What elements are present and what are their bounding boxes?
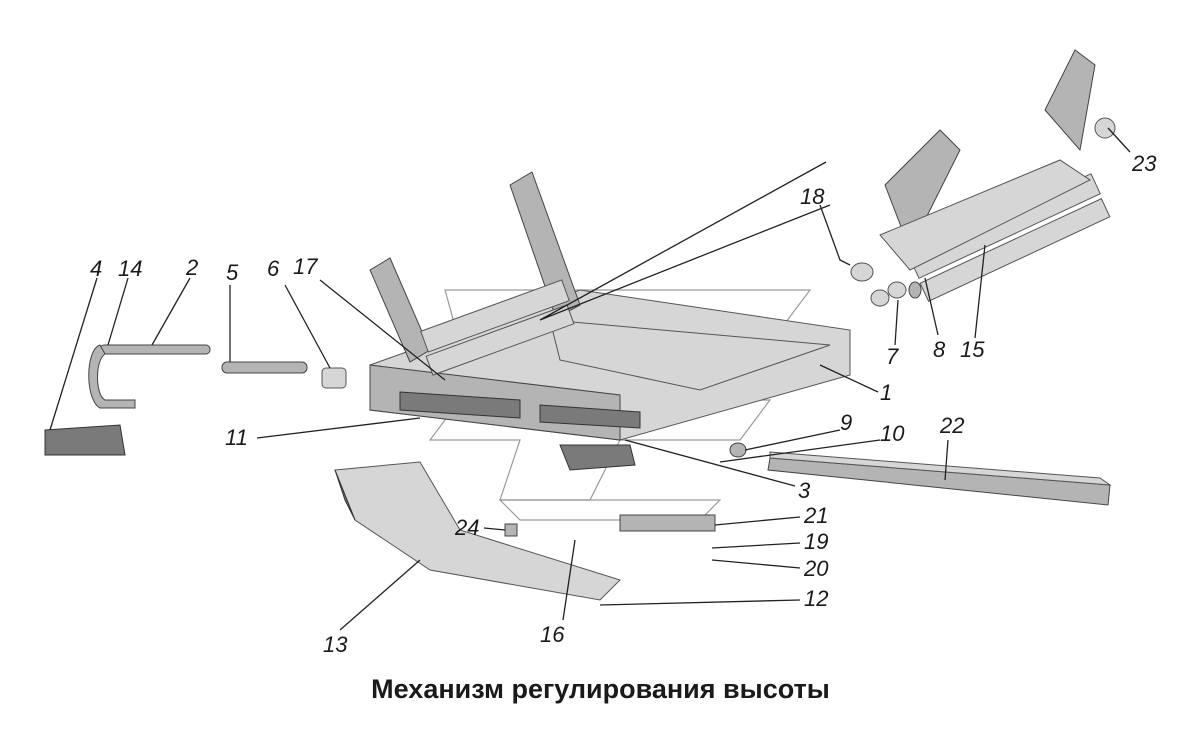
callout-5: 5 [226, 260, 239, 285]
callout-7: 7 [886, 344, 899, 369]
callout-4: 4 [90, 256, 102, 281]
callout-10: 10 [880, 421, 905, 446]
callout-labels: 1 2 3 4 5 6 7 8 9 10 11 12 13 14 15 16 1… [90, 151, 1157, 657]
callout-16: 16 [540, 622, 565, 647]
callout-22: 22 [939, 413, 964, 438]
callout-15: 15 [960, 337, 985, 362]
upper-frame [879, 49, 1111, 302]
callout-14: 14 [118, 256, 142, 281]
bottom-plate [334, 461, 621, 601]
callout-12: 12 [804, 586, 828, 611]
callout-19: 19 [804, 529, 828, 554]
leader-lines [49, 127, 1131, 631]
callout-1: 1 [880, 380, 892, 405]
callout-21: 21 [803, 503, 828, 528]
callout-20: 20 [803, 556, 829, 581]
diagram-caption: Механизм регулирования высоты [371, 674, 830, 704]
left-arms [369, 171, 581, 376]
slide-rail [767, 451, 1112, 506]
callout-8: 8 [933, 337, 946, 362]
callout-9: 9 [840, 410, 852, 435]
callout-13: 13 [323, 632, 348, 657]
callout-18: 18 [800, 184, 825, 209]
callout-24: 24 [454, 515, 479, 540]
callout-17: 17 [293, 254, 318, 279]
small-parts [504, 117, 1116, 537]
handle-and-rods [44, 344, 347, 456]
callout-3: 3 [798, 478, 811, 503]
base-frame [369, 289, 851, 441]
callout-11: 11 [225, 425, 248, 450]
callout-2: 2 [185, 255, 198, 280]
callout-23: 23 [1131, 151, 1157, 176]
callout-6: 6 [267, 256, 280, 281]
